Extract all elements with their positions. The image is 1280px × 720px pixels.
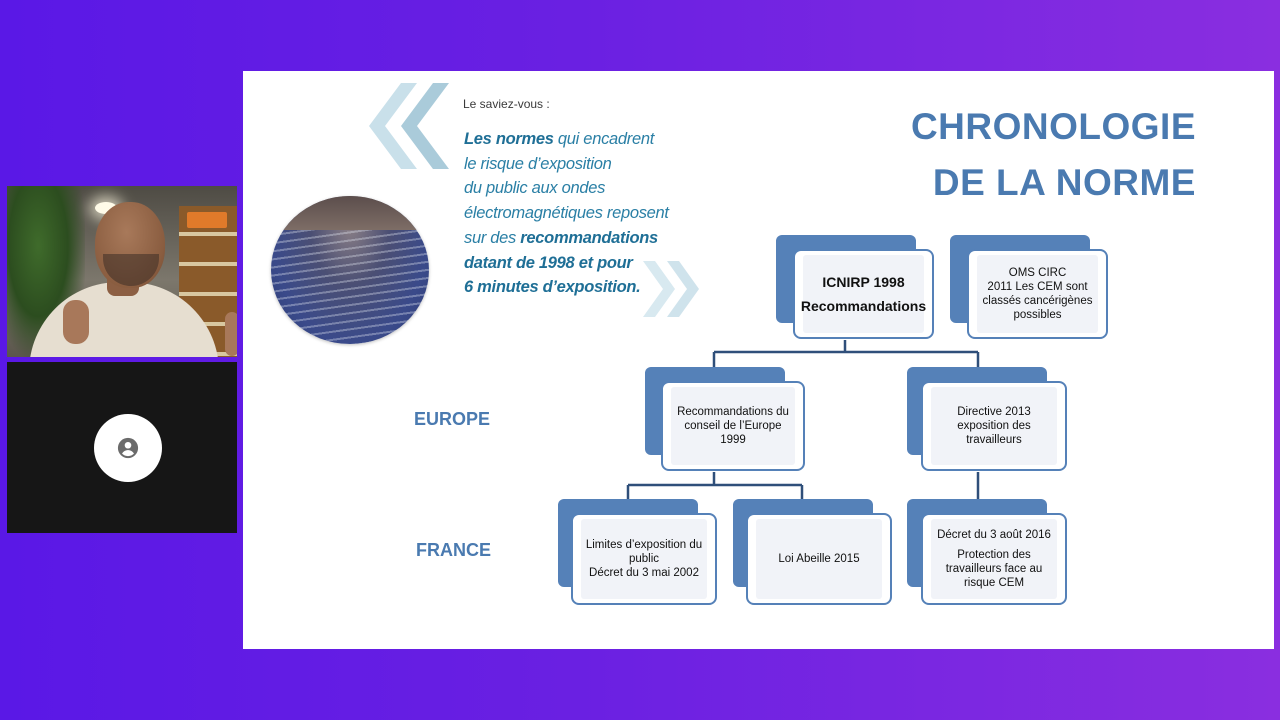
node-text-line: exposition des <box>957 420 1031 432</box>
fact-line: sur des recommandations <box>464 226 694 251</box>
fact-segment: du public aux ondes <box>464 179 606 198</box>
node-loi-abeille-text: Loi Abeille 2015 <box>756 519 882 599</box>
node-decret-2016: Décret du 3 août 2016 Protection des trav… <box>907 499 1067 606</box>
fact-line: électromagnétiques reposent <box>464 201 694 226</box>
node-text-line: Recommandations <box>800 298 927 314</box>
avatar <box>94 414 162 482</box>
node-loi-abeille: Loi Abeille 2015 <box>733 499 893 606</box>
node-decret-2016-text: Décret du 3 août 2016 Protection des trav… <box>931 519 1057 599</box>
participant-video-tile[interactable] <box>7 186 237 357</box>
speaker-hand-left <box>63 300 89 344</box>
intro-label: Le saviez-vous : <box>463 97 550 111</box>
fact-segment: recommandations <box>520 228 658 247</box>
node-text-line: Décret du 3 mai 2002 <box>589 567 699 579</box>
node-conseil-europe-text: Recommandations du conseil de l’Europe 199… <box>671 387 795 465</box>
fact-line: Les normes qui encadrent <box>464 127 694 152</box>
participant-avatar-tile[interactable] <box>7 362 237 533</box>
parliament-photo <box>271 196 429 344</box>
node-text-line: ICNIRP 1998 <box>822 274 905 290</box>
fact-segment: sur des <box>464 228 521 247</box>
fact-line: le risque d’exposition <box>464 152 694 177</box>
node-text-line: Recommandations du <box>677 406 789 418</box>
node-text-line: Limites d’exposition du <box>585 539 703 551</box>
chevron-right-decoration-icon <box>643 261 699 317</box>
node-text-line: 2011 Les CEM sont <box>987 281 1088 293</box>
fact-segment: le risque d’exposition <box>464 154 612 173</box>
shared-slide: Le saviez-vous : Les normes qui encadren… <box>243 71 1274 649</box>
node-text-line: travailleurs face au <box>945 563 1043 575</box>
person-icon <box>117 437 139 459</box>
node-text-line: possibles <box>1013 309 1062 321</box>
slide-title-line-1: CHRONOLOGIE <box>910 106 1196 147</box>
node-directive-2013: Directive 2013 exposition des travailleurs <box>907 367 1067 473</box>
node-oms-circ-text: OMS CIRC 2011 Les CEM sont classés cancéri… <box>977 255 1098 333</box>
node-text-line: conseil de l’Europe <box>684 420 782 432</box>
fact-line: 6 minutes d’exposition. <box>464 275 694 300</box>
node-text-line: risque CEM <box>963 577 1025 589</box>
fact-paragraph: Les normes qui encadrent le risque d’expo… <box>464 127 694 300</box>
fact-segment: électromagnétiques reposent <box>464 204 669 223</box>
node-text-line: Loi Abeille 2015 <box>778 553 860 565</box>
slide-title: CHRONOLOGIE DE LA NORME <box>911 99 1196 211</box>
node-directive-2013-text: Directive 2013 exposition des travailleurs <box>931 387 1057 465</box>
speaker-hand-right <box>225 312 237 356</box>
node-text-line: classés cancérigènes <box>982 295 1093 307</box>
node-text-line: Protection des <box>957 549 1031 561</box>
node-oms-circ: OMS CIRC 2011 Les CEM sont classés cancéri… <box>950 235 1110 341</box>
node-text-line: public <box>628 553 660 565</box>
fact-line: du public aux ondes <box>464 176 694 201</box>
fact-segment: 6 minutes d’exposition. <box>464 278 641 297</box>
slide-title-line-2: DE LA NORME <box>932 162 1196 203</box>
fact-line: datant de 1998 et pour <box>464 251 694 276</box>
node-conseil-europe: Recommandations du conseil de l’Europe 199… <box>645 367 805 473</box>
node-text-line: 1999 <box>720 434 746 446</box>
fact-segment: qui encadrent <box>553 130 655 148</box>
node-text-line: travailleurs <box>966 434 1022 446</box>
node-text-line: OMS CIRC <box>1008 267 1067 279</box>
row-label-france: FRANCE <box>416 540 491 560</box>
node-text-line: Directive 2013 <box>957 406 1031 418</box>
node-text-line: Décret du 3 août 2016 <box>937 529 1051 541</box>
row-label-europe: EUROPE <box>414 409 491 429</box>
fact-segment: Les normes <box>464 130 554 148</box>
fact-segment: datant de 1998 et pour <box>464 253 633 272</box>
chevron-left-decoration-icon <box>369 83 449 169</box>
